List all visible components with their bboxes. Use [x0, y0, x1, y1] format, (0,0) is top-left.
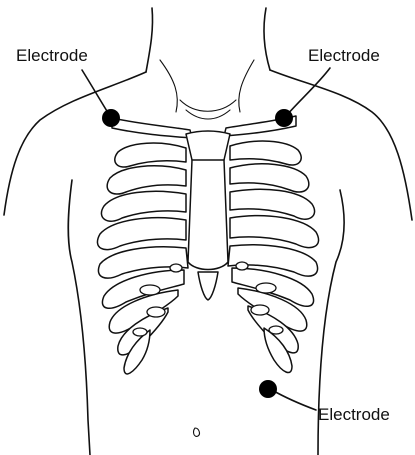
electrode-left-shoulder	[102, 109, 120, 127]
label-right-shoulder: Electrode	[308, 46, 380, 65]
sternum	[186, 131, 230, 300]
electrode-right-shoulder	[275, 109, 293, 127]
left-ribs	[97, 143, 188, 374]
label-left-shoulder: Electrode	[16, 46, 88, 65]
right-ribs	[228, 141, 319, 372]
label-lower-left: Electrode	[318, 405, 390, 424]
electrode-lower-left	[259, 380, 277, 398]
